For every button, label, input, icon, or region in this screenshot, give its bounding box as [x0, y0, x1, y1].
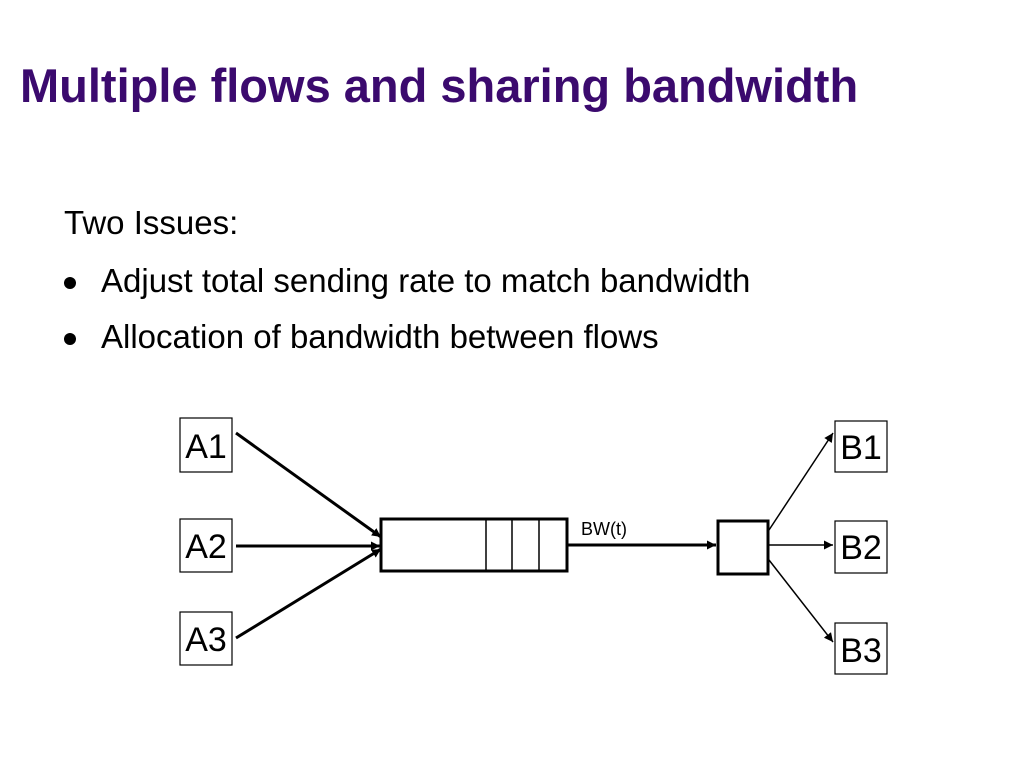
slide-title: Multiple flows and sharing bandwidth: [20, 59, 859, 112]
destination-label-b3: B3: [840, 632, 882, 670]
destination-node-b3: B3: [834, 622, 888, 675]
bullet-dot-icon: [64, 277, 76, 289]
bullet-item: Adjust total sending rate to match bandw…: [64, 264, 750, 320]
source-node-a2: A2: [179, 518, 233, 573]
arrow-a1-to-queue: [235, 431, 382, 539]
arrow-a3-to-queue: [235, 547, 382, 640]
arrow-router-to-b1: [768, 432, 834, 531]
source-label-a1: A1: [185, 428, 227, 466]
bullet-item: Allocation of bandwidth between flows: [64, 320, 750, 376]
bullet-text: Adjust total sending rate to match bandw…: [101, 262, 751, 299]
router-node: [716, 519, 770, 576]
source-label-a3: A3: [185, 621, 227, 659]
bullet-list: Adjust total sending rate to match bandw…: [64, 264, 750, 376]
source-node-a1: A1: [179, 417, 233, 473]
source-node-a3: A3: [179, 611, 233, 666]
bullet-dot-icon: [64, 333, 76, 345]
arrow-router-to-b3: [768, 559, 834, 643]
bandwidth-label: BW(t): [581, 519, 627, 539]
bullet-text: Allocation of bandwidth between flows: [101, 318, 659, 355]
destination-label-b1: B1: [840, 429, 882, 467]
destination-node-b2: B2: [834, 520, 888, 574]
destination-label-b2: B2: [840, 529, 882, 567]
destination-node-b1: B1: [834, 420, 888, 473]
source-label-a2: A2: [185, 528, 227, 566]
intro-text: Two Issues:: [64, 204, 239, 241]
queue-buffer: [379, 517, 569, 573]
